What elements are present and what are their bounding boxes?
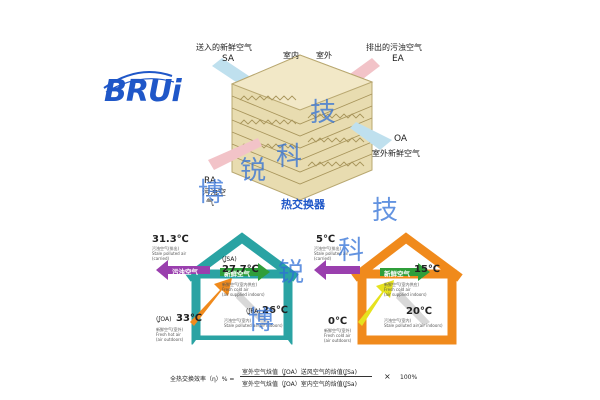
summer-fresh-badge: 新鲜空气 [224,270,250,278]
summer-oa-arrow [190,278,232,326]
winter-fresh-desc-1: 新鲜空气(室内供应) [384,282,420,287]
summer-sa-temp: 27.7℃ [222,264,259,275]
summer-ra-desc-1: 污浊空气(室内) [224,318,252,323]
winter-oa-arrow [358,280,394,326]
winter-polluted-desc-3: (carried) [314,256,332,261]
winter-fresh-badge: 新鲜空气 [384,270,410,278]
watermark-char-8: 博 [248,306,275,336]
exhaust-air-en-label: EA [392,54,404,64]
summer-polluted-arrow [156,260,210,280]
watermark-char-7: 科 [338,236,365,266]
exchanger-layers [231,93,373,185]
watermark-char-6: 锐 [278,258,305,288]
return-air-arrow [208,138,262,170]
summer-polluted-badge: 污浊空气 [172,268,198,276]
winter-oa-desc-3: (air outdoors) [324,338,352,343]
outdoor-air-cn-label: 室外新鲜空气 [372,149,420,158]
logo-graphic [103,71,175,93]
logo-text: BRUi [104,74,182,109]
winter-ra-desc-1: 污浊空气(室内) [384,318,412,323]
summer-fresh-desc-2: Fresh cold air [222,287,249,292]
efficiency-formula-lhs: 全热交换效率（η）% = [170,376,235,383]
indoor-label: 室内 [283,51,299,60]
winter-fresh-arrow [380,263,430,281]
winter-sa-temp: 15℃ [414,264,441,275]
winter-oa-desc-2: Fresh cold air [324,333,351,338]
winter-ra-arrow [396,290,430,326]
summer-ra-symbol: (ʆRA) [246,308,261,315]
supply-air-en-label: SA [222,54,235,64]
efficiency-formula-times: × [384,372,391,381]
summer-ra-arrow [236,290,270,326]
outdoor-air-en-label: OA [394,134,408,144]
winter-oa-desc-1: 新鲜空气(室外) [324,328,352,333]
winter-polluted-arrow [314,260,360,280]
summer-ra-desc-2: Stale polluted air(air indoors) [224,323,283,328]
winter-ra-temp: 20℃ [406,306,433,317]
watermark-char-1: 博 [198,178,225,208]
outdoor-air-arrow [350,122,392,150]
summer-oa-desc-1: 新鲜空气(室外) [156,327,184,332]
efficiency-formula-percent: 100% [400,374,418,381]
watermark-char-5: 技 [372,196,399,226]
efficiency-formula-divider [240,376,372,377]
summer-oa-desc-2: Fresh hot air [156,332,181,337]
summer-fresh-arrow [220,263,270,281]
summer-fresh-desc-1: 新鲜空气(室内供应) [222,282,258,287]
watermark-char-2: 锐 [240,156,267,186]
exchanger-top-face [230,54,374,111]
summer-polluted-temp: 31.3℃ [152,234,189,245]
summer-ra-temp: 26℃ [262,305,289,316]
winter-polluted-temp: 5℃ [316,234,336,245]
outdoor-label: 室外 [316,51,332,60]
watermark-char-3: 科 [276,142,303,172]
summer-oa-temp: 33℃ [176,313,203,324]
winter-fresh-desc-2: Fresh cold air [384,287,411,292]
summer-oa-symbol: (ʆOA) [156,316,172,323]
return-air-cn-label-2: 气 [206,198,214,207]
summer-fresh-desc-3: (air supplied indoors) [222,292,265,297]
exchanger-caption: 热交换器 [281,198,325,211]
summer-polluted-desc-1: 污浊空气(排出) [152,246,180,251]
winter-ra-desc-2: Stale polluted air(air indoors) [384,323,443,328]
efficiency-formula-numerator: 室外空气焓值（ʆOA）送风空气的焓值(ʆSa) [242,369,357,376]
efficiency-formula-denominator: 室外空气焓值（ʆOA）室内空气的焓值(ʆSa) [242,381,357,388]
supply-air-cn-label: 送入的新鲜空气 [196,43,252,52]
winter-polluted-desc-2: Stale polluted air [314,251,349,256]
summer-polluted-desc-2: Stale polluted air [152,251,187,256]
summer-sa-symbol: (ʆSA) [222,256,237,263]
watermark-char-4: 技 [310,98,337,128]
return-air-cn-label-1: 污浊空 [202,188,226,197]
exhaust-air-cn-label: 排出的污浊空气 [366,43,422,52]
return-air-en-label: RA [204,176,217,186]
summer-oa-desc-3: (air outdoors) [156,337,184,342]
winter-polluted-desc-1: 污浊空气(排出) [314,246,342,251]
summer-polluted-desc-3: (carried) [152,256,170,261]
winter-fresh-desc-3: (air supplied indoors) [384,292,427,297]
winter-oa-temp: 0℃ [328,316,348,327]
brand-logo: BRUi [100,62,182,110]
